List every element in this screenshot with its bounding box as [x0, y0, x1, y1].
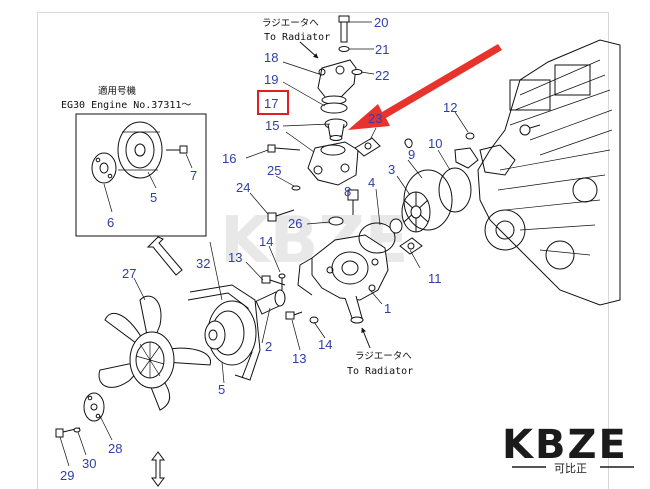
part-19-gasket [320, 102, 348, 114]
callout-10: 10 [428, 136, 442, 151]
callout-16: 16 [222, 151, 236, 166]
callout-28: 28 [108, 441, 122, 456]
callout-9: 9 [408, 147, 415, 162]
callout-25: 25 [267, 163, 281, 178]
callout-5: 5 [218, 382, 225, 397]
callout-29: 29 [60, 468, 74, 483]
part-32-belt [187, 284, 261, 381]
part-3-impeller [401, 191, 431, 233]
callout-3: 3 [388, 162, 395, 177]
inset-detail: 適用号機 EG30 Engine No.37311〜 [61, 85, 207, 237]
part-8-plug [347, 189, 359, 215]
svg-text:ラジエータへ: ラジエータへ [355, 351, 412, 362]
svg-text:KBZE: KBZE [502, 422, 628, 468]
part-4-oring [358, 222, 396, 254]
callout-19: 19 [264, 72, 278, 87]
leader-lines [59, 21, 469, 467]
callout-2: 2 [265, 339, 272, 354]
to-radiator-bottom: ラジエータへ To Radiator [347, 327, 413, 377]
svg-text:To Radiator: To Radiator [264, 32, 330, 43]
callout-32: 32 [196, 256, 210, 271]
callout-11: 11 [428, 271, 442, 286]
callout-15: 15 [265, 118, 279, 133]
callout-13a: 13 [228, 250, 242, 265]
svg-text:To Radiator: To Radiator [347, 366, 413, 377]
part-15-housing [307, 141, 359, 186]
part-27-fan [98, 295, 211, 411]
engine-block [454, 39, 621, 306]
part-23-clip [404, 138, 413, 149]
svg-text:可比正: 可比正 [554, 462, 587, 475]
part-14-bolt-upper [278, 273, 286, 290]
callout-18: 18 [264, 50, 278, 65]
svg-text:適用号機: 適用号機 [98, 85, 137, 97]
part-25-washer [291, 185, 301, 191]
callout-22: 22 [375, 68, 389, 83]
part-23-gasket [354, 137, 381, 157]
kbze-logo: KBZE 可比正 [502, 422, 634, 475]
part-10-ring [438, 167, 472, 213]
callout-14b: 14 [318, 337, 332, 352]
callout-1: 1 [384, 301, 391, 316]
part-20-bolt [338, 15, 350, 43]
callout-14a: 14 [259, 234, 273, 249]
part-14-washer-lower [309, 316, 319, 324]
to-radiator-top: ラジエータへ To Radiator [262, 18, 330, 59]
part-30-washer [73, 427, 81, 433]
direction-arrow-up [146, 236, 183, 276]
callout-4: 4 [368, 175, 375, 190]
part-21-washer [338, 46, 350, 52]
callout-12: 12 [443, 100, 457, 115]
inset-part-7-bolt [166, 145, 188, 154]
part-28-spacer [83, 392, 105, 422]
callout-8: 8 [344, 184, 351, 199]
svg-text:ラジエータへ: ラジエータへ [262, 18, 319, 29]
part-22-washer [351, 69, 363, 75]
part-5-pulley-main [204, 300, 257, 366]
part-9-gasket [403, 169, 453, 231]
inset-part-6-hub [91, 152, 117, 184]
callout-23: 23 [368, 111, 382, 126]
callout-20: 20 [374, 15, 388, 30]
inset-part-5-pulley [117, 121, 163, 179]
callout-17: 17 [264, 96, 278, 111]
part-2-pulley-shaft [255, 289, 286, 315]
callout-26: 26 [288, 216, 302, 231]
part-26-bush [328, 216, 344, 226]
callout-27: 27 [122, 266, 136, 281]
part-16-bolt [267, 144, 301, 153]
callout-24: 24 [236, 180, 250, 195]
part-11-plate [399, 237, 423, 255]
callout-7-inset: 7 [190, 168, 197, 183]
part-13-bolt-lower [285, 311, 303, 320]
part-13-bolt-upper [261, 275, 286, 286]
part-24-bolt [267, 209, 295, 222]
pointer-arrow [348, 44, 502, 130]
callout-6-inset: 6 [107, 215, 114, 230]
callout-13b: 13 [292, 351, 306, 366]
callout-5-inset: 5 [150, 190, 157, 205]
part-18-elbow [317, 59, 357, 105]
part-17-thermostat [324, 118, 348, 141]
callout-30: 30 [82, 456, 96, 471]
part-7-seal [389, 218, 403, 234]
part-12-bolt [465, 132, 475, 140]
direction-arrow-double [151, 451, 165, 487]
callout-numbers: 20 21 22 18 19 17 15 23 16 25 24 8 26 4 … [60, 15, 457, 483]
highlight-box-17 [257, 90, 289, 115]
callout-21: 21 [375, 42, 389, 57]
svg-text:EG30 Engine No.37311〜: EG30 Engine No.37311〜 [61, 100, 191, 111]
